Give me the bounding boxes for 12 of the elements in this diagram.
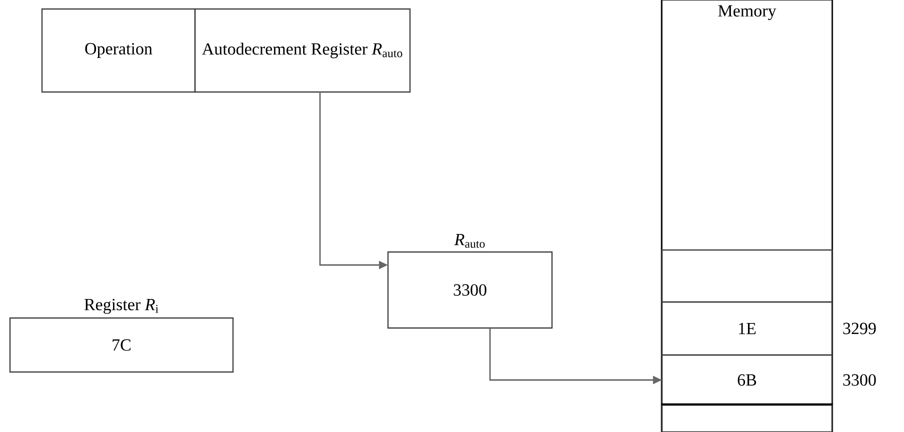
register-box: Register R$_{i}$ 7C bbox=[9, 298, 234, 373]
node-label: R$_{auto}$ bbox=[454, 234, 485, 248]
memory-cell bbox=[661, 403, 833, 432]
instruction-field: Operation bbox=[41, 8, 196, 93]
node-label: 3299 bbox=[843, 322, 876, 334]
node-label: Register R$_{i}$ bbox=[84, 298, 158, 314]
memory-cell bbox=[661, 249, 833, 303]
instruction-field: Autodecrement Register R$_{auto}$ bbox=[194, 8, 411, 93]
memory-cell: 6B 3300 bbox=[661, 354, 876, 406]
memory-cell: 1E 3299 bbox=[661, 301, 876, 356]
register-box: R$_{auto}$ 3300 bbox=[387, 234, 553, 329]
node-label: 3300 bbox=[843, 374, 876, 386]
